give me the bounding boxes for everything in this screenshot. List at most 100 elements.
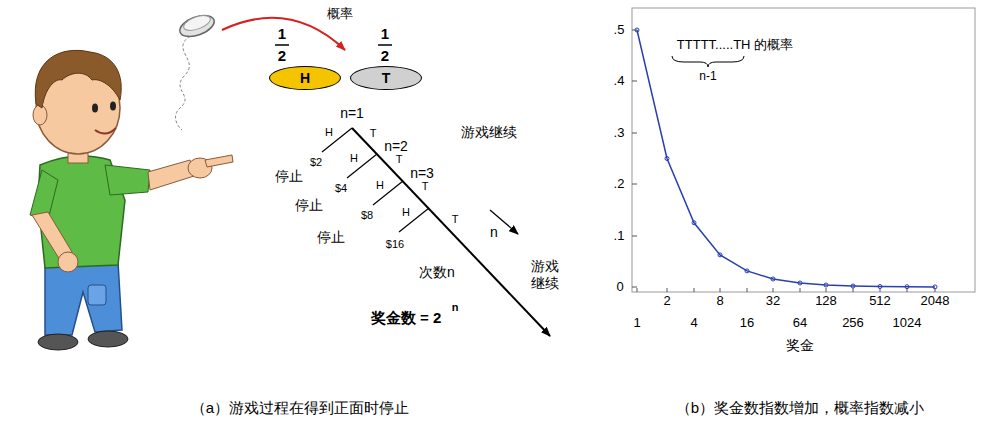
heading-label: 概率 — [327, 6, 353, 22]
chart — [632, 287, 637, 288]
chart — [718, 253, 722, 257]
boy-figure — [205, 155, 233, 167]
step-label: n=2 — [384, 138, 408, 155]
stop-label: 停止 — [295, 197, 323, 214]
note-label: 游戏 继续 — [529, 258, 561, 292]
y-tick-label: .3 — [614, 125, 625, 141]
x-axis-title: 奖金 — [786, 337, 814, 354]
chart — [635, 28, 937, 289]
chart — [798, 281, 802, 285]
chart — [824, 283, 828, 287]
y-tick-label: .1 — [614, 228, 625, 244]
prize-label: $2 — [310, 156, 322, 169]
coin — [176, 36, 190, 130]
chart — [878, 285, 882, 289]
y-tick-label: 0 — [616, 279, 623, 295]
x-tick-label: 2 — [663, 293, 670, 309]
x-tick-label: 64 — [793, 315, 807, 331]
chart — [632, 8, 975, 292]
branch-label: H — [376, 179, 384, 192]
stop-label: 停止 — [317, 229, 345, 246]
chart — [632, 236, 637, 237]
formula-label: 奖金数 = 2 — [371, 309, 441, 327]
boy-figure — [88, 285, 106, 305]
chart — [851, 284, 855, 288]
x-tick-label: 128 — [815, 293, 837, 309]
x-tick-label: 1 — [633, 315, 640, 331]
prize-label: $8 — [361, 209, 373, 222]
chart — [632, 133, 637, 134]
prize-label: $4 — [335, 182, 347, 195]
fraction-bar — [378, 44, 392, 46]
chart — [771, 277, 775, 281]
note-label: 游戏继续 — [461, 124, 517, 141]
fraction-numerator: 1 — [381, 25, 389, 43]
outcome-ellipse: T — [350, 66, 422, 90]
chart — [905, 285, 909, 289]
fraction-denominator: 2 — [381, 47, 389, 65]
chart — [853, 288, 854, 292]
y-tick-label: .4 — [614, 73, 625, 89]
chart — [933, 285, 937, 289]
chart — [637, 30, 935, 287]
y-tick-label: .2 — [614, 176, 625, 192]
x-tick-label: 256 — [842, 315, 864, 331]
boy-figure — [45, 262, 122, 335]
x-tick-label: 32 — [766, 293, 780, 309]
fraction-bar — [275, 44, 289, 46]
caption-text: （b）奖金数指数增加，概率指数减小 — [676, 399, 924, 417]
chart — [747, 288, 748, 292]
chart — [694, 288, 695, 292]
chart — [632, 8, 975, 292]
branch-label: H — [325, 126, 333, 139]
brace — [672, 56, 744, 67]
brace-label: n-1 — [699, 69, 716, 83]
game-tree — [352, 128, 550, 336]
branch-label: T — [422, 180, 429, 193]
boy-figure — [58, 252, 78, 272]
chart — [665, 157, 669, 161]
x-tick-label: 2048 — [921, 293, 950, 309]
direction-label: n — [490, 224, 498, 241]
fraction-denominator: 2 — [278, 47, 286, 65]
boy-figure — [88, 331, 128, 347]
caption-text: （a）游戏过程在得到正面时停止 — [191, 399, 409, 417]
stop-label: 停止 — [275, 168, 303, 185]
prize-label: $16 — [386, 238, 404, 251]
x-tick-label: 4 — [690, 315, 697, 331]
chart — [632, 81, 637, 82]
boy-figure — [33, 105, 47, 125]
outcome-ellipse: H — [269, 66, 341, 90]
note-label: 次数n — [419, 264, 455, 281]
y-tick-label: .5 — [614, 22, 625, 38]
chart — [800, 288, 801, 292]
boy-figure — [148, 160, 194, 190]
branch-label: H — [402, 206, 410, 219]
step-label: n=1 — [340, 105, 364, 122]
step-label: n=3 — [410, 165, 434, 182]
x-tick-label: 1024 — [893, 315, 922, 331]
chart — [745, 269, 749, 273]
flip-arrow — [222, 18, 345, 50]
chart — [720, 288, 721, 292]
boy-figure — [38, 334, 78, 350]
boy-figure — [35, 50, 121, 108]
series-label: TTTTT.....TH 的概率 — [677, 37, 793, 53]
branch-label: T — [370, 127, 377, 140]
chart — [773, 288, 774, 292]
chart — [826, 288, 827, 292]
boy-figure — [92, 104, 98, 113]
chart — [635, 28, 639, 32]
fraction-numerator: 1 — [278, 25, 286, 43]
chart — [692, 221, 696, 225]
branch-label: H — [350, 152, 358, 165]
chart — [632, 30, 935, 292]
x-tick-label: 16 — [740, 315, 754, 331]
chart — [667, 288, 668, 292]
outcome-label: H — [300, 70, 310, 86]
coin — [177, 11, 217, 40]
outcome-label: T — [382, 70, 391, 86]
x-tick-label: 8 — [716, 293, 723, 309]
fraction-bar — [275, 44, 392, 46]
